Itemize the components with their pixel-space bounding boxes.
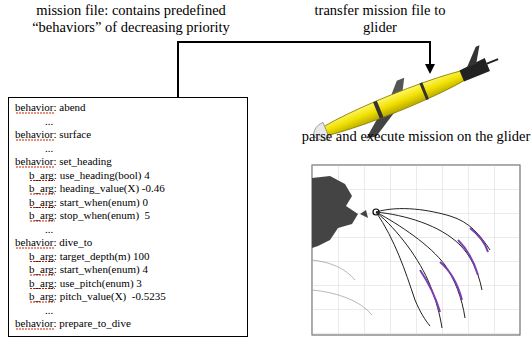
ellipsis-line: ...	[15, 223, 241, 237]
argument-line: b_arg: use_heading(bool) 4	[15, 169, 241, 183]
annotation-label: mission file: contains predefined “behav…	[6, 2, 256, 36]
behavior-line: behavior: prepare_to_dive	[15, 317, 241, 331]
transfer-line	[178, 42, 430, 97]
mission-file-box: behavior: abend...behavior: surface...be…	[8, 97, 248, 337]
ellipsis-line: ...	[15, 115, 241, 129]
argument-line: b_arg: start_when(enum) 4	[15, 263, 241, 277]
behavior-line: behavior: dive_to	[15, 236, 241, 250]
argument-line: b_arg: start_when(enum) 0	[15, 196, 241, 210]
behavior-line: behavior: set_heading	[15, 155, 241, 169]
argument-line: b_arg: stop_when(enum) 5	[15, 209, 241, 223]
annotation-label: parse and execute mission on the glider	[300, 128, 532, 145]
behavior-line: behavior: abend	[15, 101, 241, 115]
ellipsis-line: ...	[15, 304, 241, 318]
argument-line: b_arg: heading_value(X) -0.46	[15, 182, 241, 196]
behavior-line: behavior: surface	[15, 128, 241, 142]
argument-line: b_arg: use_pitch(enum) 3	[15, 277, 241, 291]
argument-line: b_arg: pitch_value(X) -0.5235	[15, 290, 241, 304]
annotation-label: transfer mission file to glider	[300, 2, 460, 36]
argument-line: b_arg: target_depth(m) 100	[15, 250, 241, 264]
track-map	[312, 165, 520, 335]
ellipsis-line: ...	[15, 142, 241, 156]
